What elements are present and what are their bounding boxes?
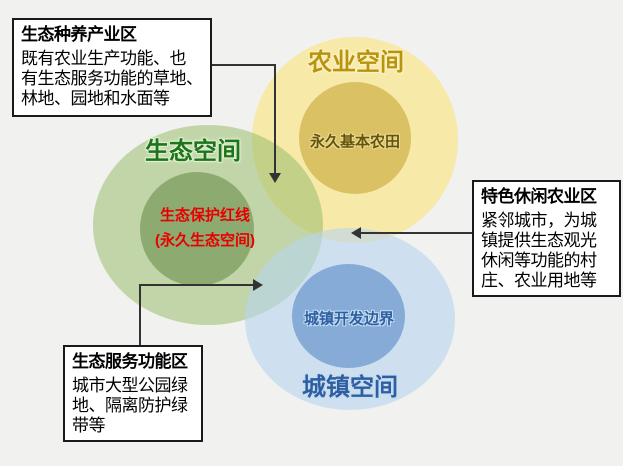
urban-development-boundary-circle (292, 264, 405, 368)
callout-body: 城市大型公园绿 地、隔离防护绿 带等 (72, 376, 188, 435)
urban-development-boundary-label: 城镇开发边界 (303, 310, 395, 328)
connector-eco-service-horizontal (139, 284, 256, 286)
agriculture-space-label: 农业空间 (308, 49, 404, 76)
connector-eco-farming-horizontal (212, 64, 276, 66)
ecological-redline-circle (140, 172, 254, 286)
connector-eco-service-vertical (139, 284, 141, 345)
callout-body: 既有农业生产功能、也 有生态服务功能的草地、 林地、园地和水面等 (21, 49, 203, 108)
arrow-down-icon (269, 173, 281, 183)
callout-eco-farming-zone: 生态种养产业区 既有农业生产功能、也 有生态服务功能的草地、 林地、园地和水面等 (12, 18, 212, 117)
permanent-farmland-circle (299, 82, 411, 194)
urban-space-label: 城镇空间 (302, 374, 398, 401)
callout-title: 特色休闲农业区 (481, 187, 597, 206)
arrow-left-icon (351, 227, 361, 239)
connector-eco-farming-vertical (274, 64, 276, 175)
callout-eco-service-zone: 生态服务功能区 城市大型公园绿 地、隔离防护绿 带等 (63, 345, 203, 442)
permanent-farmland-label: 永久基本农田 (309, 133, 401, 151)
callout-title: 生态服务功能区 (72, 352, 188, 371)
ecological-redline-label: 生态保护红线 (永久生态空间) (155, 207, 255, 249)
callout-body: 紧邻城市，为城 镇提供生态观光 休闲等功能的村 庄、农业用地等 (481, 211, 597, 290)
arrow-right-icon (253, 279, 263, 291)
connector-leisure-horizontal (360, 232, 472, 234)
ecology-space-label: 生态空间 (145, 138, 241, 165)
callout-leisure-agriculture-zone: 特色休闲农业区 紧邻城市，为城 镇提供生态观光 休闲等功能的村 庄、农业用地等 (472, 180, 621, 297)
callout-title: 生态种养产业区 (21, 25, 137, 44)
